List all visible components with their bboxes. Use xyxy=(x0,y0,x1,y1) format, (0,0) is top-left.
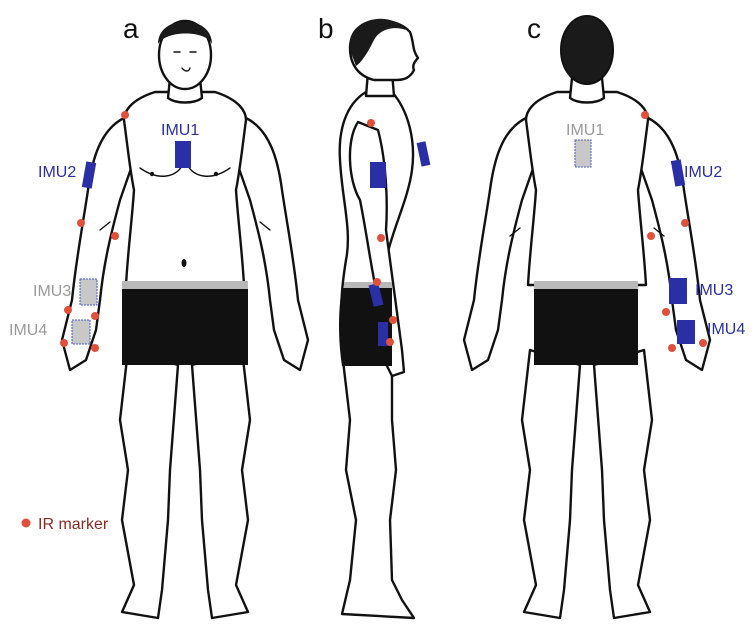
imu1-label-front: IMU1 xyxy=(161,122,199,139)
hair-back xyxy=(561,16,613,84)
panel-letter-a: a xyxy=(123,13,139,44)
panel-letter-c: c xyxy=(527,13,541,44)
back-view-figure: c IMU1 IMU2 IMU3 IMU4 xyxy=(464,13,745,618)
legend: IR marker xyxy=(22,516,109,533)
ir-marker-legend-label: IR marker xyxy=(38,516,109,533)
shorts-back xyxy=(534,289,638,365)
panel-letter-b: b xyxy=(318,13,334,44)
imu4-sensor-back xyxy=(677,320,695,344)
waistband-front xyxy=(122,281,248,289)
imu4-label-front: IMU4 xyxy=(9,322,47,339)
waistband-side xyxy=(344,282,392,288)
ir-marker-legend-dot xyxy=(22,519,31,528)
imu1-sensor-front xyxy=(175,141,191,168)
imu3-label-front: IMU3 xyxy=(33,283,71,300)
waistband-back xyxy=(534,281,638,289)
imu2-sensor-side xyxy=(370,162,386,188)
imu3-label-back: IMU3 xyxy=(695,282,733,299)
imu1-sensor-back xyxy=(575,140,591,167)
imu4-label-back: IMU4 xyxy=(707,321,745,338)
imu4-sensor-front xyxy=(72,320,90,344)
shorts-front xyxy=(122,289,248,365)
imu1-label-back: IMU1 xyxy=(566,122,604,139)
imu1-sensor-side xyxy=(417,141,431,166)
side-view-figure: b xyxy=(318,13,430,618)
imu3-sensor-front xyxy=(80,279,97,305)
imu2-label-back: IMU2 xyxy=(684,164,722,181)
imu2-label-front: IMU2 xyxy=(38,164,76,181)
imu3-sensor-back xyxy=(669,278,687,304)
